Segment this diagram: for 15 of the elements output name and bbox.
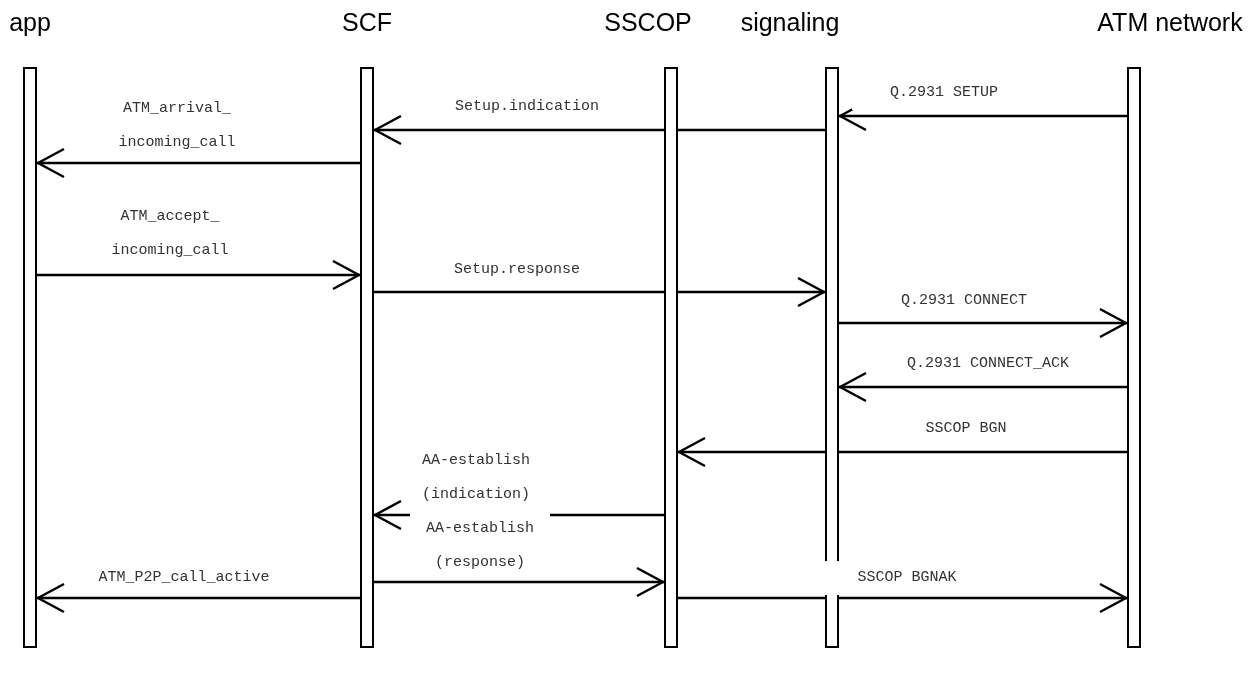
lifeline-heading: ATM network xyxy=(1096,8,1244,37)
lifeline-heading: app xyxy=(8,8,52,37)
message-arrow xyxy=(838,371,1127,403)
message-arrow xyxy=(36,582,360,614)
message-arrow xyxy=(678,582,1128,614)
message-arrow xyxy=(374,566,665,598)
message-arrow xyxy=(36,147,360,179)
lifeline-heading: SSCOP xyxy=(603,8,693,37)
message-arrow xyxy=(677,436,1127,468)
lifeline-heading: SCF xyxy=(341,8,393,37)
message-arrow xyxy=(373,114,825,146)
message-arrow xyxy=(37,259,361,291)
message-arrow xyxy=(374,276,826,308)
message-arrow xyxy=(839,307,1128,339)
lifeline-heading: signaling xyxy=(739,8,841,37)
